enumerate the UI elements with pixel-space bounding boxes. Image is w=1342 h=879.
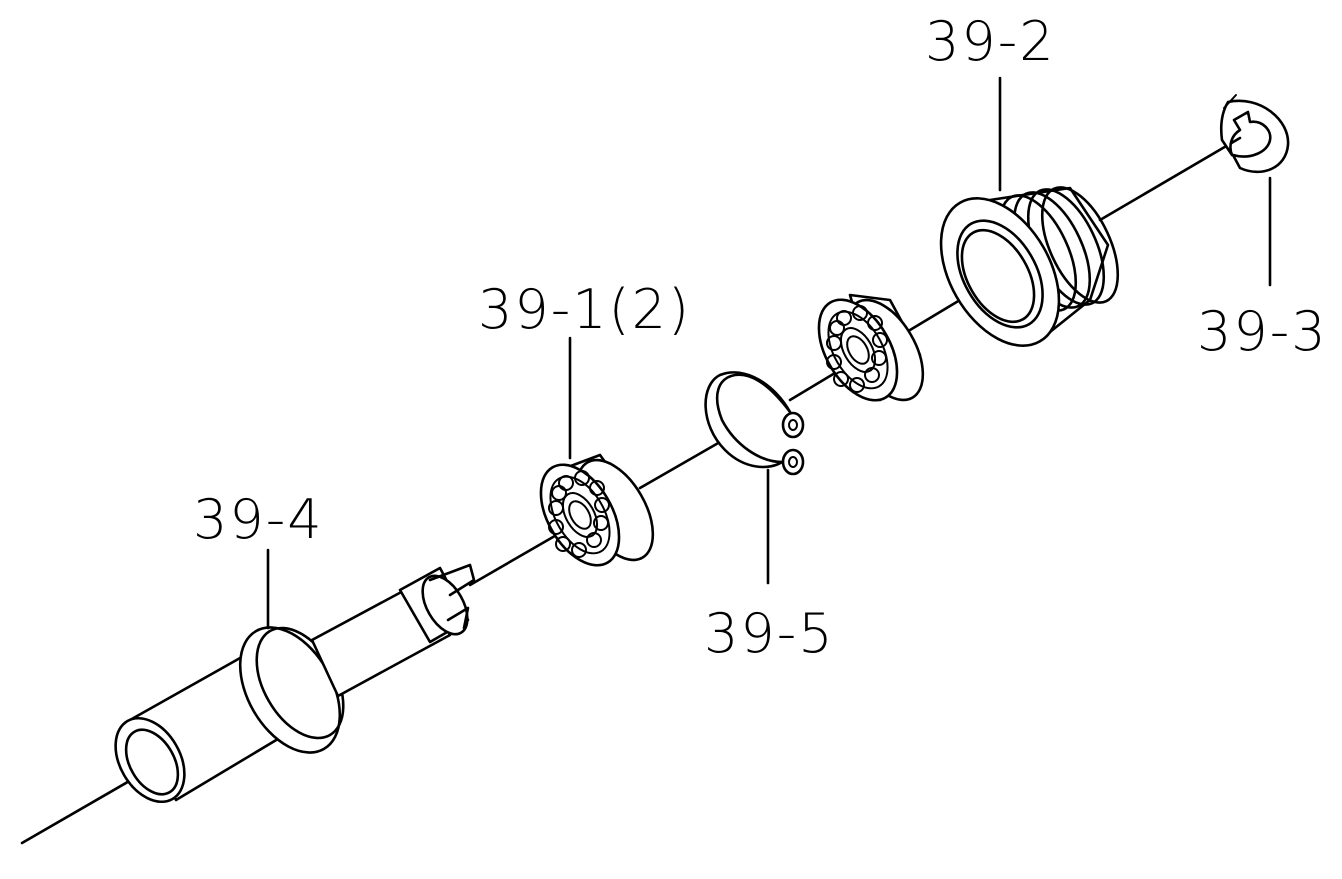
bearing-front-balls xyxy=(548,470,610,558)
bearing-rear xyxy=(817,293,925,402)
label-39-1: 39-1(2) xyxy=(478,278,691,341)
center-axis xyxy=(20,136,1242,845)
e-clip xyxy=(1219,94,1290,174)
part-labels: 39-2 39-1(2) 39-3 39-4 39-5 xyxy=(193,10,1328,665)
leader-lines xyxy=(266,76,1272,630)
label-39-4: 39-4 xyxy=(193,488,324,551)
bearing-rear-balls xyxy=(826,305,888,393)
label-39-2: 39-2 xyxy=(925,10,1056,73)
label-39-5: 39-5 xyxy=(704,602,835,665)
pulley xyxy=(939,186,1120,347)
bearing-front xyxy=(539,453,655,567)
snap-ring xyxy=(704,371,805,476)
shaft-part xyxy=(114,563,476,804)
label-39-3: 39-3 xyxy=(1197,300,1328,363)
